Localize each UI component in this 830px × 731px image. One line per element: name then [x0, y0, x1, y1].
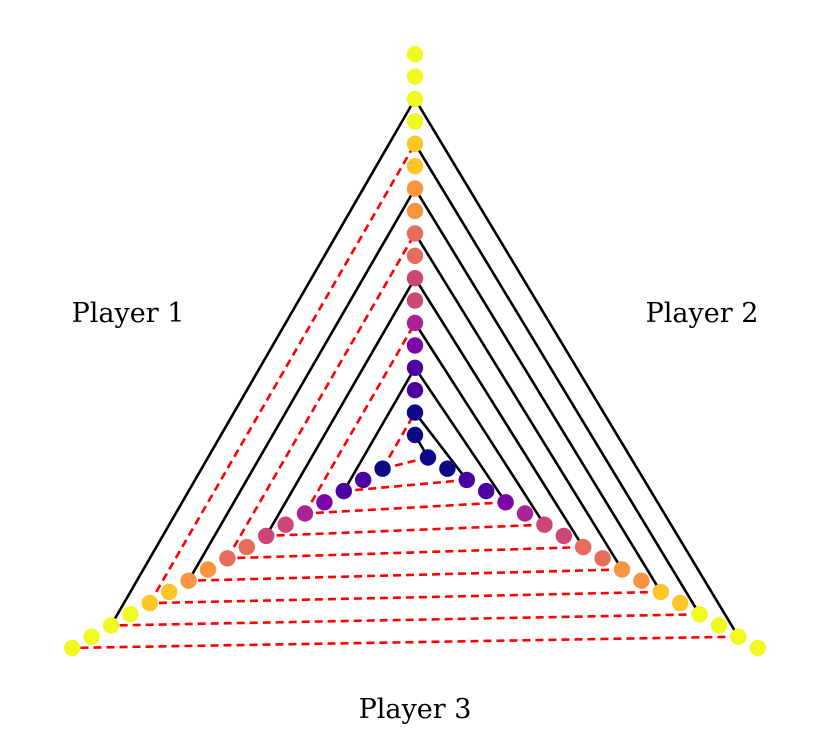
- solid-edge: [265, 277, 417, 537]
- node-dot: [102, 617, 120, 634]
- solid-edge: [413, 232, 624, 571]
- edges-layer: [72, 98, 740, 650]
- node-dot: [406, 404, 424, 421]
- node-dot: [355, 471, 372, 489]
- solid-edge: [413, 98, 740, 638]
- node-dot: [536, 516, 553, 533]
- node-dot: [691, 606, 708, 623]
- node-dot: [633, 572, 650, 589]
- node-dot: [406, 247, 424, 264]
- node-dot: [406, 225, 424, 242]
- node-dot: [406, 68, 424, 85]
- node-dot: [406, 337, 424, 354]
- node-dot: [406, 426, 424, 444]
- node-dot: [419, 449, 437, 466]
- node-dot: [594, 550, 611, 567]
- node-dot: [458, 471, 475, 489]
- dashed-edge: [343, 478, 467, 493]
- dashed-edge: [266, 523, 545, 538]
- node-dot: [141, 594, 158, 612]
- node-dot: [555, 527, 572, 545]
- node-dot: [710, 617, 728, 634]
- node-dot: [406, 46, 424, 63]
- node-dot: [672, 594, 689, 612]
- solid-edge: [413, 187, 662, 593]
- solid-edge: [413, 411, 468, 481]
- node-dot: [406, 113, 424, 130]
- node-dot: [199, 561, 217, 578]
- dashed-edge: [188, 568, 623, 582]
- node-dot: [575, 538, 592, 556]
- node-dot: [652, 583, 669, 601]
- solid-edge: [413, 322, 546, 526]
- node-dot: [406, 90, 424, 108]
- node-dot: [296, 505, 314, 522]
- node-dot: [406, 270, 424, 287]
- solid-edge: [413, 277, 585, 548]
- node-dot: [406, 359, 424, 376]
- node-dot: [439, 460, 456, 477]
- dashed-edge: [148, 143, 417, 604]
- dashed-edge: [304, 501, 506, 515]
- dashed-edge: [226, 232, 417, 559]
- node-dot: [277, 516, 294, 533]
- node-dot: [238, 538, 255, 556]
- node-dot: [180, 572, 197, 589]
- node-dot: [219, 550, 236, 567]
- nodes-layer: [63, 46, 766, 657]
- node-dot: [335, 482, 352, 500]
- solid-edge: [413, 367, 507, 504]
- player-2-label: Player 2: [646, 298, 759, 329]
- solid-edge: [109, 98, 417, 627]
- node-dot: [613, 561, 631, 578]
- dashed-edge: [381, 411, 417, 470]
- node-dot: [122, 606, 139, 623]
- node-dot: [497, 494, 514, 511]
- solid-edge: [187, 187, 417, 582]
- dashed-edge: [227, 545, 584, 560]
- node-dot: [749, 639, 766, 657]
- node-dot: [730, 628, 747, 645]
- node-dot: [161, 583, 178, 601]
- node-dot: [406, 382, 424, 399]
- node-dot: [406, 158, 424, 175]
- player-1-label: Player 1: [72, 298, 185, 329]
- dashed-edge: [110, 613, 700, 627]
- node-dot: [374, 460, 391, 477]
- node-dot: [83, 628, 100, 645]
- solid-edge: [342, 367, 417, 492]
- node-dot: [406, 314, 424, 332]
- dashed-edge: [303, 322, 417, 515]
- dashed-edge: [72, 635, 739, 650]
- node-dot: [63, 639, 81, 657]
- node-dot: [516, 505, 534, 522]
- node-dot: [258, 527, 275, 545]
- node-dot: [406, 135, 424, 152]
- node-dot: [406, 180, 424, 197]
- node-dot: [406, 202, 424, 220]
- node-dot: [406, 292, 424, 309]
- player-3-label: Player 3: [359, 694, 472, 725]
- solid-edge: [413, 143, 701, 615]
- dashed-edge: [149, 590, 661, 605]
- node-dot: [316, 494, 333, 511]
- node-dot: [478, 482, 495, 500]
